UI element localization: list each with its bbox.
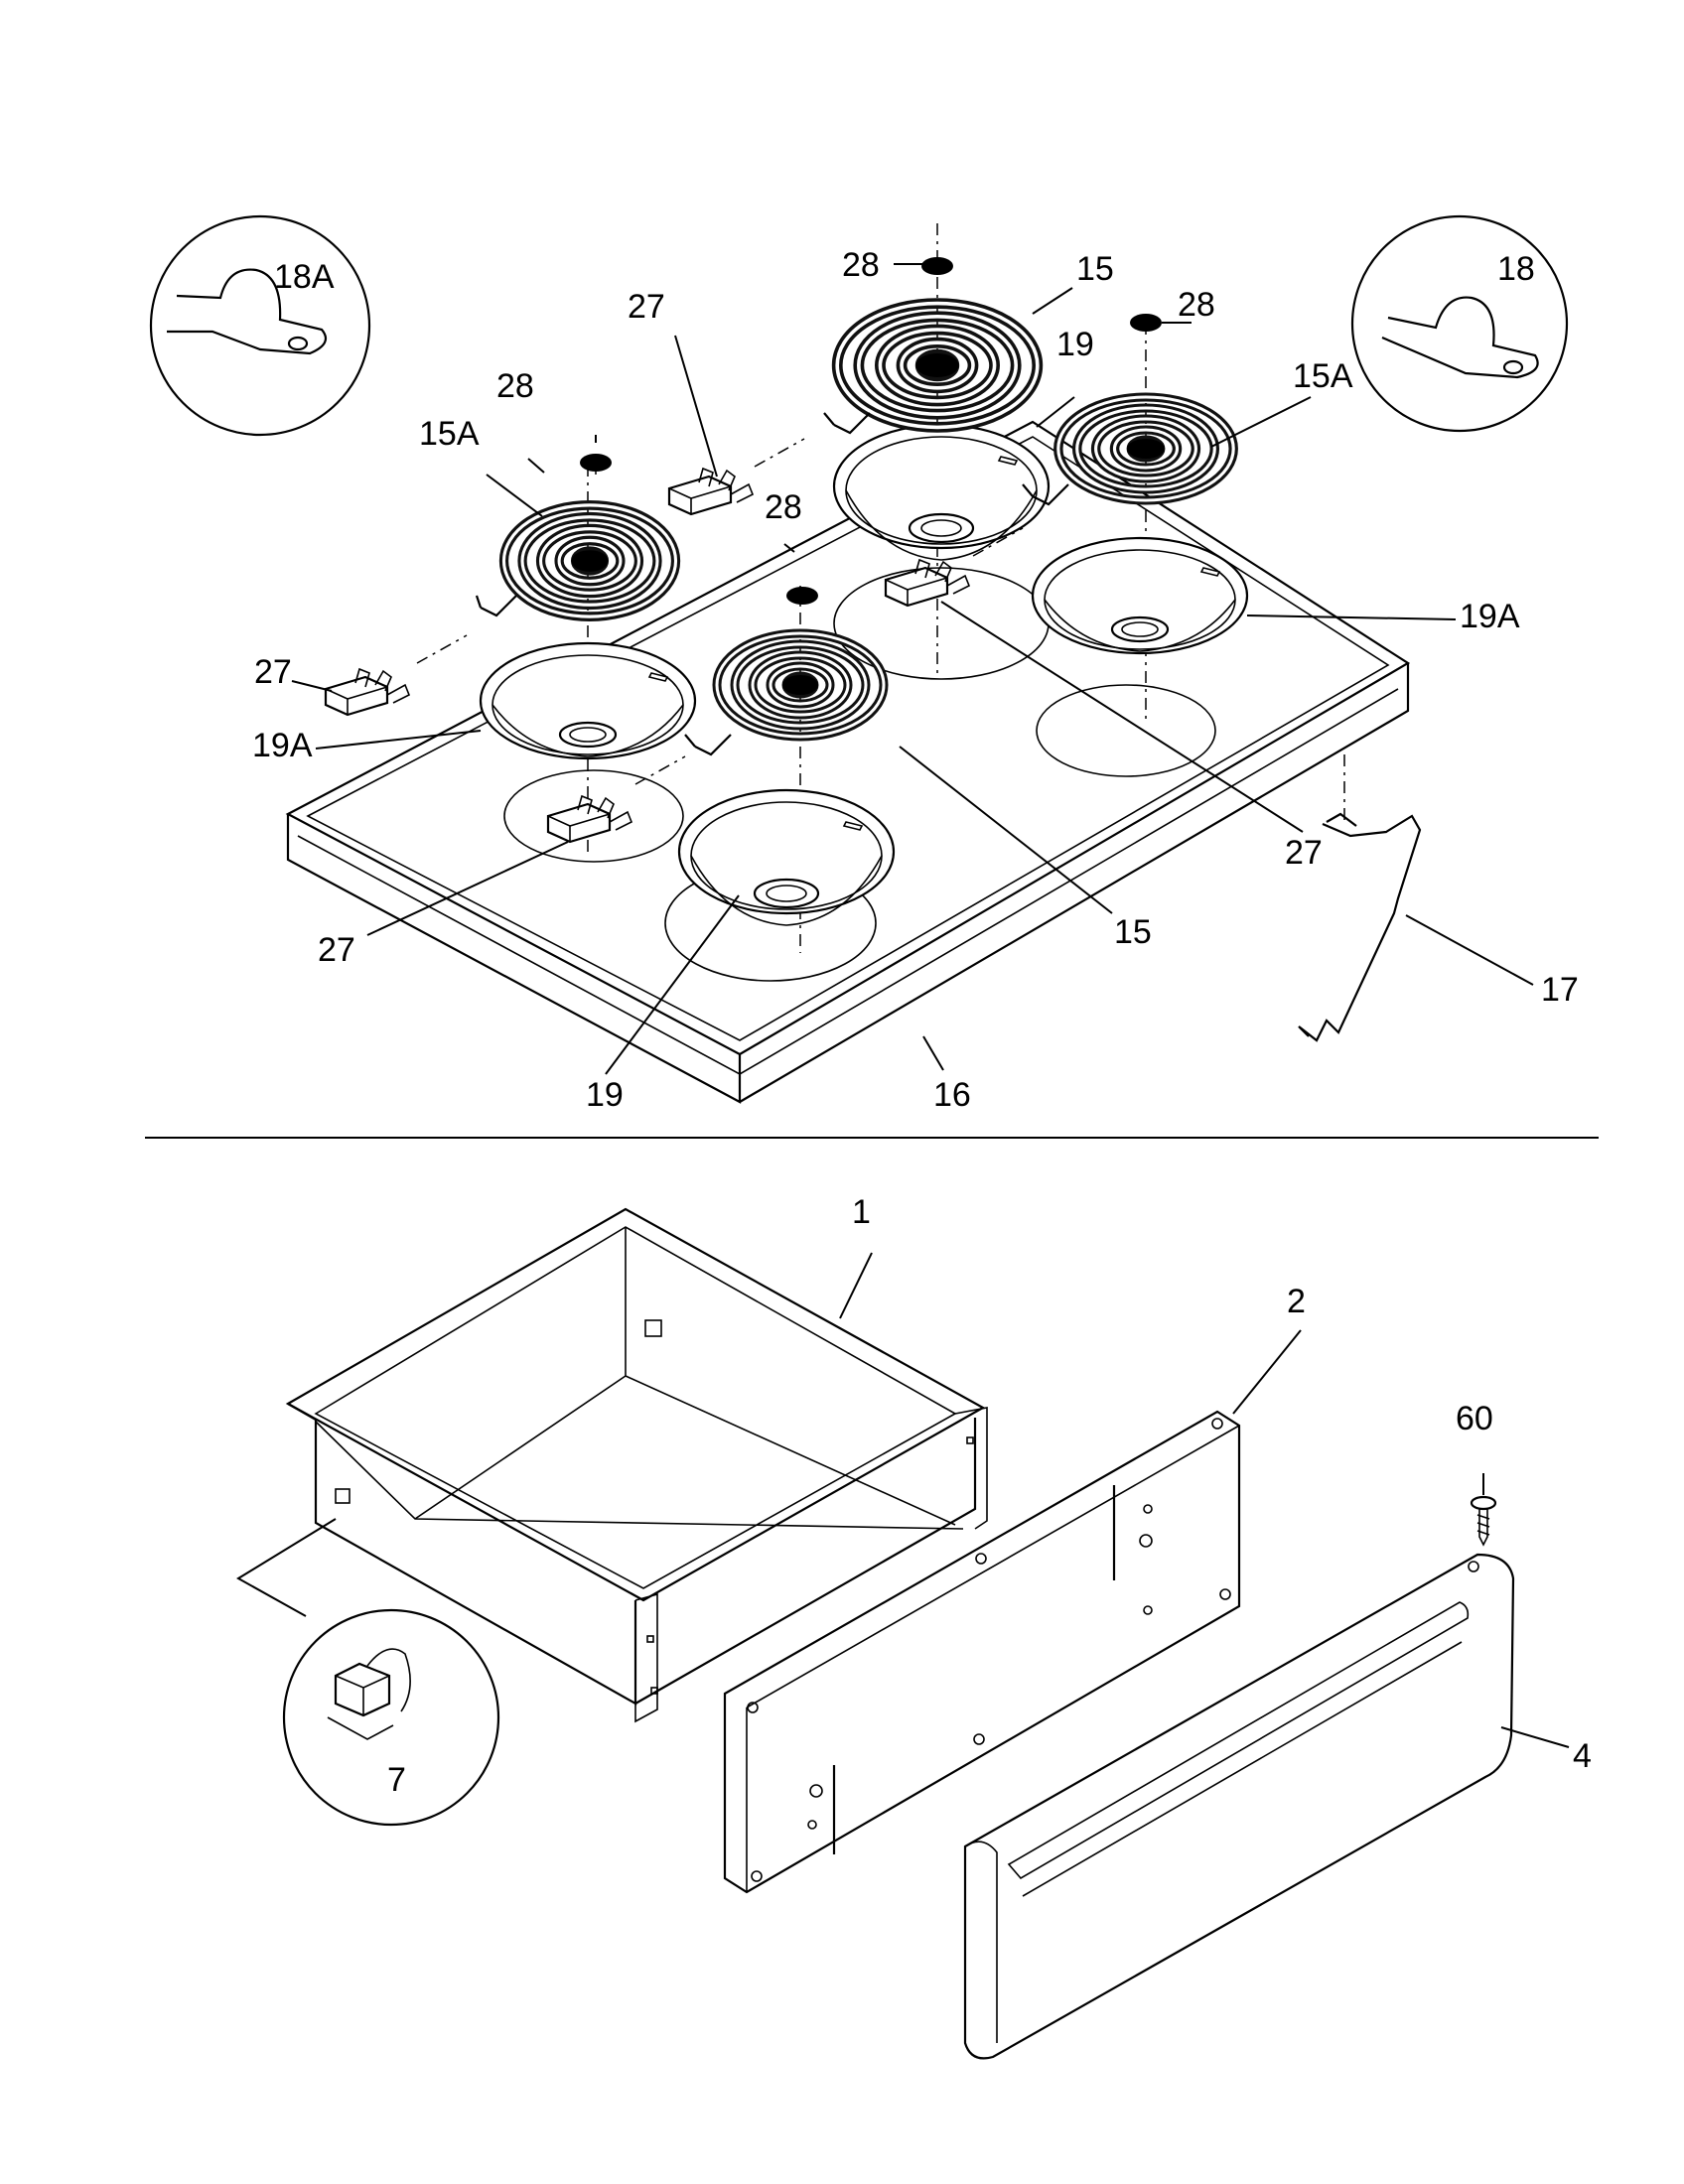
callout-15A-left: 15A bbox=[419, 415, 480, 453]
callout-27-left: 27 bbox=[254, 653, 292, 691]
element-support-rod bbox=[1298, 814, 1422, 1042]
callout-28-right: 28 bbox=[1178, 286, 1215, 324]
trim-ring-rear bbox=[921, 257, 953, 275]
callout-7: 7 bbox=[387, 1761, 406, 1799]
trim-ring-right bbox=[1130, 314, 1162, 332]
drawer-front bbox=[963, 1553, 1515, 2060]
drawer-body bbox=[285, 1207, 988, 1723]
callout-16: 16 bbox=[933, 1076, 971, 1114]
detail-inset-18 bbox=[1350, 214, 1569, 433]
surface-element-small-left bbox=[503, 505, 675, 616]
callout-2: 2 bbox=[1287, 1283, 1306, 1320]
callout-15-rear: 15 bbox=[1076, 250, 1114, 288]
receptacle-left bbox=[324, 667, 411, 717]
callout-18: 18 bbox=[1497, 250, 1535, 288]
callout-27-front: 27 bbox=[318, 931, 355, 969]
trim-ring-left bbox=[580, 454, 612, 472]
callout-28-front: 28 bbox=[765, 488, 802, 526]
callout-17: 17 bbox=[1541, 971, 1579, 1009]
callout-19A-right: 19A bbox=[1460, 598, 1520, 635]
callout-labels: 28 15 18A 18 27 28 28 15A 15A 19 28 19A … bbox=[252, 246, 1592, 1799]
callout-60: 60 bbox=[1456, 1400, 1493, 1437]
detail-inset-18A bbox=[149, 214, 371, 437]
callout-28-rear: 28 bbox=[842, 246, 880, 284]
screw bbox=[1470, 1495, 1497, 1547]
callout-19-front: 19 bbox=[586, 1076, 624, 1114]
detail-inset-7 bbox=[282, 1608, 500, 1827]
callout-1: 1 bbox=[852, 1193, 871, 1231]
callout-15-front: 15 bbox=[1114, 913, 1152, 951]
receptacle-rear bbox=[667, 467, 755, 516]
callout-18A: 18A bbox=[274, 258, 335, 296]
cooktop-assembly bbox=[149, 214, 1569, 1104]
callout-4: 4 bbox=[1573, 1737, 1592, 1775]
callout-15A-right: 15A bbox=[1293, 357, 1353, 395]
trim-ring-front bbox=[786, 587, 818, 605]
drip-pan-small-right bbox=[1031, 536, 1249, 655]
callout-28-left: 28 bbox=[496, 367, 534, 405]
drip-pan-small-left bbox=[479, 641, 697, 760]
callout-19A-left: 19A bbox=[252, 727, 313, 764]
callout-27-rear: 27 bbox=[628, 288, 665, 326]
drawer-assembly bbox=[236, 1207, 1570, 2060]
callout-27-right: 27 bbox=[1285, 834, 1323, 872]
cooktop-top bbox=[285, 420, 1411, 1104]
callout-19-rear: 19 bbox=[1056, 326, 1094, 363]
drawer-back-panel bbox=[723, 1410, 1241, 1894]
